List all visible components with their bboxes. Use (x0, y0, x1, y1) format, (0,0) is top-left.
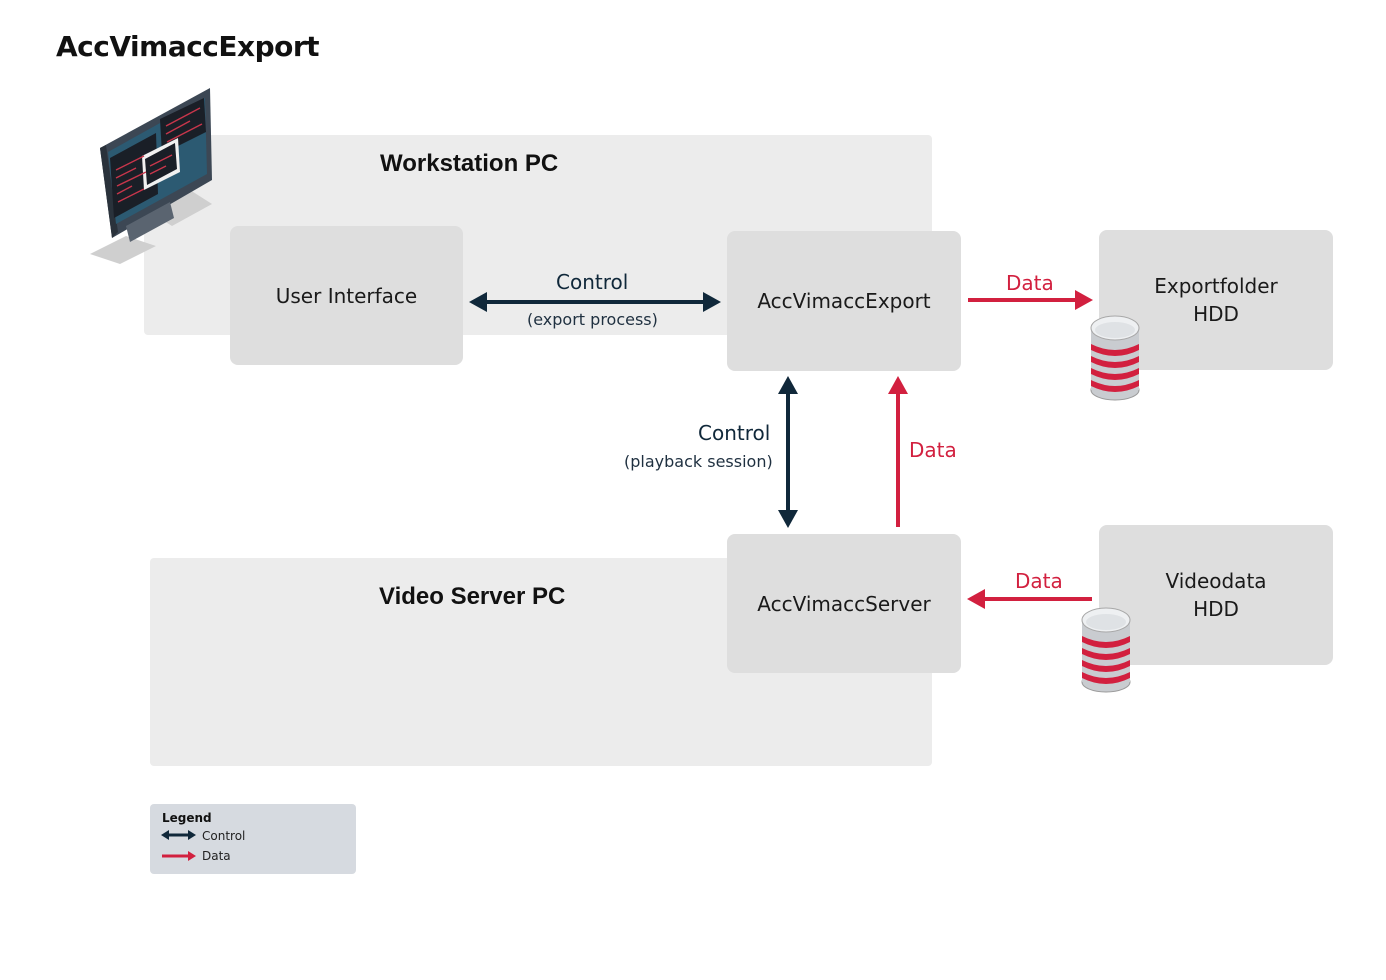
edge-label-ui-export: Control (556, 270, 629, 294)
videodata-label: Videodata (1165, 569, 1267, 593)
edge-label-export-folder: Data (1006, 271, 1054, 295)
server-zone-label: Video Server PC (379, 583, 566, 610)
user-interface-label: User Interface (275, 283, 418, 308)
control-arrow-ui-export (469, 292, 721, 312)
legend-control-label: Control (202, 829, 246, 843)
videodata-hdd-label: HDD (1193, 597, 1239, 621)
user-interface-node: User Interface (230, 226, 463, 365)
videodata-hdd-node: Videodata HDD (1099, 525, 1333, 665)
edge-sublabel-export-server-control: (playback session) (624, 452, 773, 471)
data-arrow-export-folder (968, 290, 1093, 310)
edge-label-server-export-data: Data (909, 438, 957, 462)
exportfolder-hdd-label: HDD (1193, 302, 1239, 326)
acc-vimacc-export-label: AccVimaccExport (757, 289, 931, 313)
acc-vimacc-server-node: AccVimaccServer (727, 534, 961, 673)
data-arrow-video-server (967, 589, 1092, 609)
legend-title: Legend (162, 811, 212, 825)
legend-data-swatch (162, 851, 196, 861)
edge-label-video-server: Data (1015, 569, 1063, 593)
database-icon (1079, 602, 1133, 694)
data-arrow-server-export (888, 376, 908, 527)
acc-vimacc-server-label: AccVimaccServer (757, 591, 931, 616)
edge-label-export-server-control: Control (698, 421, 771, 445)
control-arrow-export-server (778, 376, 798, 528)
diagram-title: AccVimaccExport (56, 30, 320, 63)
legend-control-swatch (161, 830, 196, 840)
workstation-zone-label: Workstation PC (380, 150, 559, 177)
legend: Legend Control Data (150, 804, 356, 874)
monitor-icon (86, 86, 216, 266)
database-icon (1088, 310, 1142, 402)
legend-swatches (161, 830, 196, 861)
exportfolder-label: Exportfolder (1154, 274, 1278, 298)
legend-data-label: Data (202, 849, 231, 863)
edge-sublabel-ui-export: (export process) (527, 310, 658, 329)
acc-vimacc-export-node: AccVimaccExport (727, 231, 961, 371)
